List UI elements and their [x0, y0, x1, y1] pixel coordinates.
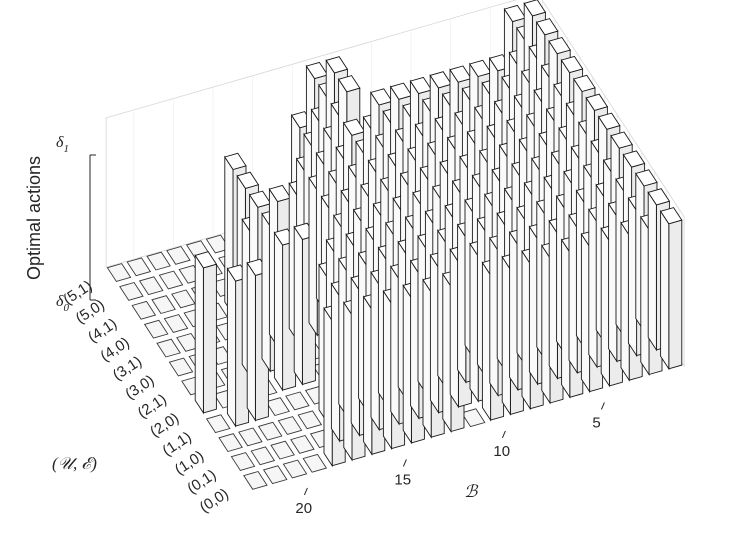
z-axis-label: Optimal actions: [24, 156, 44, 280]
floor-tile: [126, 257, 152, 277]
bar-top-face: [449, 65, 472, 83]
b-tick: [303, 487, 308, 496]
b-tick-label: 15: [394, 471, 411, 488]
bar-top-face: [429, 71, 453, 89]
z-axis: δ1 δ0 Optimal actions: [24, 134, 96, 314]
bar-top-face: [342, 118, 366, 136]
bar-top-face: [647, 188, 671, 206]
bars: [194, 0, 683, 468]
floor-tile: [156, 338, 181, 358]
bar-top-face: [409, 76, 433, 95]
bar-top-face: [370, 88, 393, 106]
bar-top-face: [597, 112, 621, 130]
floor-tile: [119, 281, 144, 301]
bar-top-face: [585, 93, 609, 111]
floor-tile: [143, 319, 169, 339]
bar-top-face: [236, 171, 260, 189]
bar-side-face: [647, 190, 657, 352]
floor-tile: [302, 453, 328, 473]
bar-top-face: [573, 74, 596, 93]
bar-top-face: [224, 152, 247, 171]
floor-tile: [230, 452, 256, 471]
floor-tile: [257, 421, 283, 441]
floor-tile: [171, 289, 196, 309]
floor-tile: [168, 357, 194, 377]
floor-tile: [285, 391, 310, 411]
bar-side-face: [246, 261, 256, 422]
bar-front-face: [202, 263, 217, 414]
bar: [659, 207, 683, 371]
bar-top-face: [503, 4, 527, 23]
floor-tile: [205, 414, 231, 434]
floor-tile: [158, 270, 184, 290]
bar-top-face: [523, 0, 547, 17]
bar-front-face: [668, 219, 683, 370]
floor-tile: [243, 470, 268, 490]
b-axis-label: ℬ: [464, 482, 479, 501]
b-tick: [402, 459, 407, 467]
b-tick: [501, 430, 506, 439]
z-tick-label-1: δ1: [56, 134, 69, 155]
bar-side-face: [660, 209, 670, 371]
floor-tile: [163, 314, 189, 333]
floor-tile: [106, 263, 132, 282]
floor-tile: [146, 251, 171, 271]
floor-tile: [262, 465, 288, 485]
floor-tile: [166, 245, 191, 265]
floor-tile: [138, 276, 164, 296]
floor-tile: [290, 434, 315, 454]
floor-tile: [270, 440, 295, 460]
bar-side-face: [293, 225, 303, 386]
floor-tile: [151, 295, 176, 315]
bar-top-face: [635, 169, 658, 187]
bar-top-face: [248, 190, 272, 208]
bar-side-face: [226, 267, 237, 428]
bar-top-face: [325, 56, 349, 74]
bar-top-face: [548, 36, 571, 55]
ue-axis-label: (𝒰, ℰ): [52, 454, 97, 473]
floor-tile: [131, 300, 157, 320]
b-tick: [600, 402, 605, 410]
bar: [194, 251, 218, 415]
bar-top-face: [337, 75, 361, 93]
floor-tile: [460, 408, 486, 428]
bar-top-face: [622, 150, 646, 168]
z-tick-label-0: δ0: [56, 293, 69, 314]
bar-side-face: [194, 253, 204, 415]
floor-tile: [218, 433, 243, 453]
bar-top-face: [469, 59, 492, 78]
b-axis: ℬ 5 10 15 20: [295, 402, 605, 517]
bar-top-face: [659, 207, 683, 225]
bar-top-face: [535, 18, 559, 36]
bar-side-face: [273, 231, 284, 392]
b-tick-label: 5: [592, 414, 600, 431]
floor-tile: [277, 416, 303, 435]
b-tick-label: 10: [493, 443, 510, 460]
floor-tile: [250, 446, 276, 466]
bar-top-face: [194, 251, 218, 269]
floor-tile: [238, 427, 263, 447]
floor-tile: [265, 397, 290, 417]
floor-tile: [297, 410, 323, 430]
floor-tile: [282, 459, 308, 479]
bar-top-face: [560, 55, 584, 74]
bar-top-face: [305, 61, 329, 80]
b-tick-label: 20: [295, 500, 312, 517]
bar-top-face: [268, 184, 292, 203]
bar-top-face: [610, 131, 633, 149]
bar-top-face: [389, 82, 413, 100]
